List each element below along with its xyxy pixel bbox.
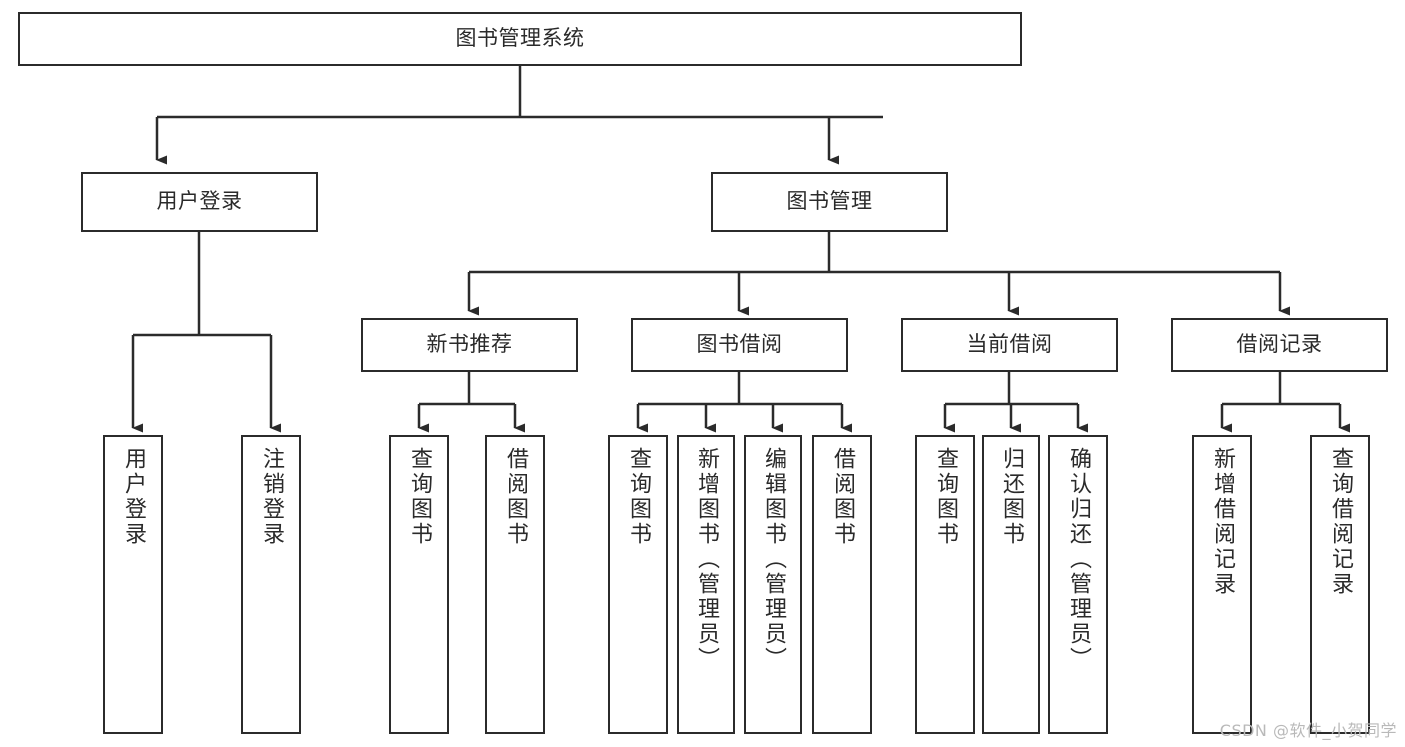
node-label: 当前借阅 xyxy=(966,332,1053,357)
node-root-book-management-system[interactable]: 图书管理系统 xyxy=(18,12,1022,66)
node-new-book-recommend[interactable]: 新书推荐 xyxy=(361,318,578,372)
node-leaf-add-book-admin[interactable]: 新增图书（管理员） xyxy=(677,435,735,734)
node-leaf-query-book-borrow[interactable]: 查询图书 xyxy=(608,435,668,734)
node-leaf-confirm-return-admin[interactable]: 确认归还（管理员） xyxy=(1048,435,1108,734)
node-leaf-borrow-book-recommend[interactable]: 借阅图书 xyxy=(485,435,545,734)
node-label: 查询图书 xyxy=(933,447,958,547)
node-leaf-query-borrow-record[interactable]: 查询借阅记录 xyxy=(1310,435,1370,734)
node-label: 新书推荐 xyxy=(426,332,513,357)
node-label: 归还图书 xyxy=(999,447,1024,547)
node-label: 借阅记录 xyxy=(1236,332,1323,357)
node-leaf-user-login[interactable]: 用户登录 xyxy=(103,435,163,734)
node-leaf-borrow-book[interactable]: 借阅图书 xyxy=(812,435,872,734)
node-label: 编辑图书（管理员） xyxy=(761,447,786,672)
node-leaf-logout[interactable]: 注销登录 xyxy=(241,435,301,734)
node-leaf-edit-book-admin[interactable]: 编辑图书（管理员） xyxy=(744,435,802,734)
node-label: 图书管理系统 xyxy=(455,26,585,51)
node-label: 确认归还（管理员） xyxy=(1066,447,1091,672)
node-label: 图书管理 xyxy=(786,189,873,214)
watermark-csdn: CSDN @软件_小贺同学 xyxy=(1219,721,1397,740)
node-book-borrow[interactable]: 图书借阅 xyxy=(631,318,848,372)
node-leaf-query-book-current[interactable]: 查询图书 xyxy=(915,435,975,734)
node-label: 用户登录 xyxy=(121,447,146,547)
node-label: 注销登录 xyxy=(259,447,284,547)
node-borrow-record[interactable]: 借阅记录 xyxy=(1171,318,1388,372)
node-leaf-return-book[interactable]: 归还图书 xyxy=(982,435,1040,734)
node-label: 用户登录 xyxy=(156,189,243,214)
node-leaf-query-book-recommend[interactable]: 查询图书 xyxy=(389,435,449,734)
node-label: 查询图书 xyxy=(626,447,651,547)
node-label: 新增借阅记录 xyxy=(1210,447,1235,597)
node-user-login[interactable]: 用户登录 xyxy=(81,172,318,232)
node-label: 图书借阅 xyxy=(696,332,783,357)
node-label: 借阅图书 xyxy=(503,447,528,547)
node-current-borrow[interactable]: 当前借阅 xyxy=(901,318,1118,372)
node-leaf-add-borrow-record[interactable]: 新增借阅记录 xyxy=(1192,435,1252,734)
node-book-management[interactable]: 图书管理 xyxy=(711,172,948,232)
node-label: 新增图书（管理员） xyxy=(694,447,719,672)
node-label: 查询图书 xyxy=(407,447,432,547)
node-label: 查询借阅记录 xyxy=(1328,447,1353,597)
node-label: 借阅图书 xyxy=(830,447,855,547)
